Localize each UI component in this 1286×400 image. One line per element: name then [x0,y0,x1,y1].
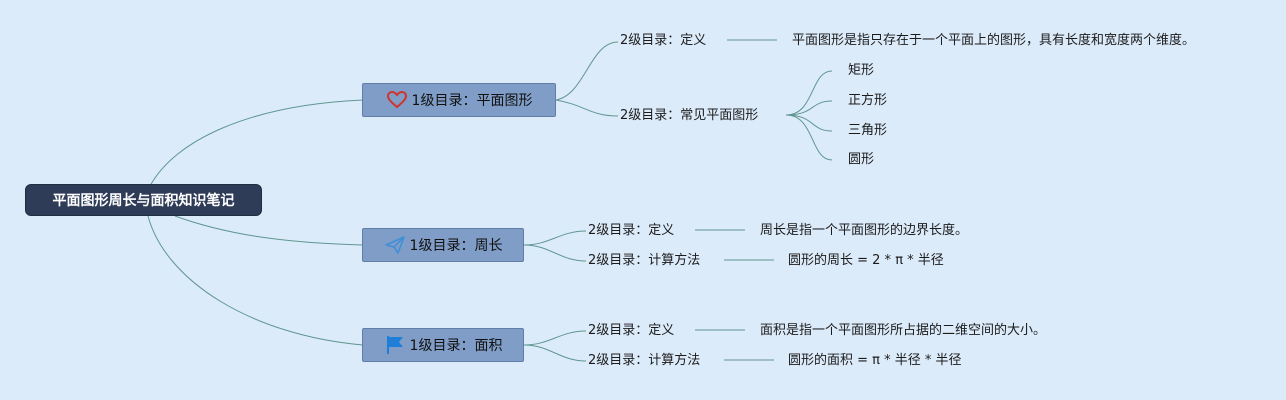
plane-definition-node[interactable]: 2级目录：定义 [620,33,707,48]
root-topic[interactable]: 平面图形周长与面积知识笔记 [25,184,262,216]
branch-plane-figures[interactable]: 1级目录：平面图形 [362,83,556,117]
connector-perimeter-method [523,244,587,262]
connector-area-def [523,330,587,346]
connector-common-rect [785,70,833,116]
connector-perimeter-def [523,230,587,246]
figure-item-rectangle[interactable]: 矩形 [848,63,875,78]
branch-area[interactable]: 1级目录：面积 [362,328,524,362]
branch-perimeter[interactable]: 1级目录：周长 [362,228,524,262]
connector-root-plane [149,99,364,187]
figure-item-circle[interactable]: 圆形 [848,152,875,167]
connector-root-perimeter [174,215,364,246]
connector-root-area [147,215,364,346]
connector-plane-def [555,41,619,101]
root-topic-label: 平面图形周长与面积知识笔记 [52,193,235,209]
plane-definition-text: 平面图形是指只存在于一个平面上的图形，具有长度和宽度两个维度。 [792,33,1196,48]
area-definition-node[interactable]: 2级目录：定义 [588,323,675,338]
branch-perimeter-label: 1级目录：周长 [409,238,503,254]
perimeter-method-node[interactable]: 2级目录：计算方法 [588,253,701,268]
connector-common-square [785,100,833,116]
connector-plane-common [555,99,619,117]
heart-icon [386,89,408,111]
connector-common-triangle [785,114,833,132]
flag-icon [384,334,406,356]
paper-plane-icon [384,234,406,256]
perimeter-definition-text: 周长是指一个平面图形的边界长度。 [760,223,969,238]
figure-item-square[interactable]: 正方形 [848,93,888,108]
perimeter-formula-text: 圆形的周长 = 2 * π * 半径 [788,253,944,268]
branch-area-label: 1级目录：面积 [409,338,503,354]
area-method-node[interactable]: 2级目录：计算方法 [588,353,701,368]
common-figures-node[interactable]: 2级目录：常见平面图形 [620,108,759,123]
area-definition-text: 面积是指一个平面图形所占据的二维空间的大小。 [760,323,1047,338]
figure-item-triangle[interactable]: 三角形 [848,123,888,138]
connector-common-circle [785,114,833,161]
perimeter-definition-node[interactable]: 2级目录：定义 [588,223,675,238]
branch-plane-figures-label: 1级目录：平面图形 [411,93,533,109]
area-formula-text: 圆形的面积 = π * 半径 * 半径 [788,353,962,368]
connector-area-method [523,344,587,362]
